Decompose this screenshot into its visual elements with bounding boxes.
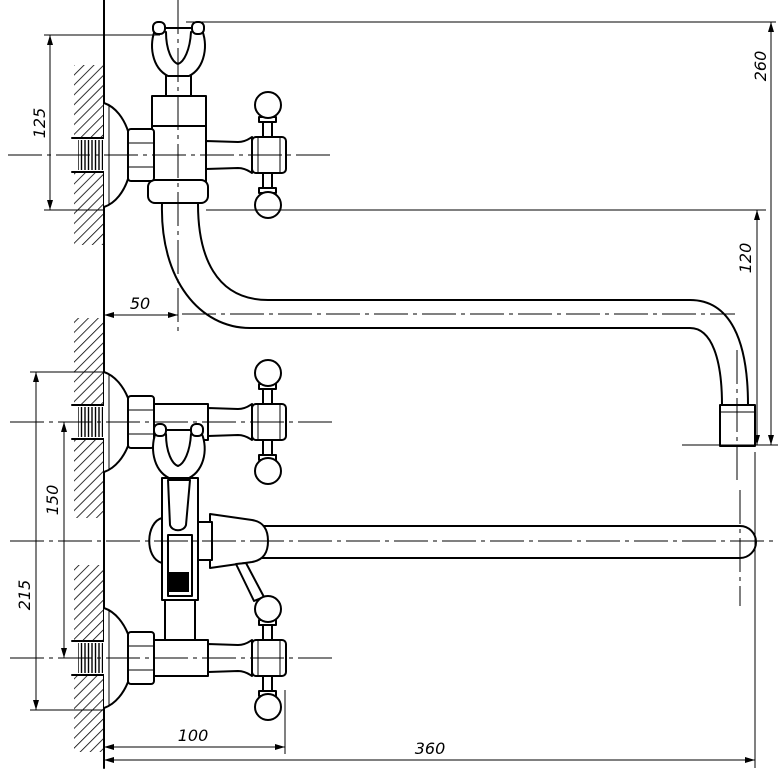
top-spout-upper-edge — [197, 203, 749, 406]
dimensions: 260 120 125 50 215 150 100 360 — [15, 21, 778, 768]
bottom-body-inner-slot — [167, 534, 193, 597]
dim-50-label: 50 — [130, 294, 150, 313]
bottom-body-inner-taper — [167, 479, 191, 532]
dim-360-label: 360 — [415, 739, 446, 758]
top-mixer — [71, 21, 756, 447]
bottom-diverter-lever — [235, 562, 265, 602]
bottom-shower-outlet-bracket — [152, 429, 206, 479]
lower-valve-handle-ball-bottom — [254, 693, 282, 721]
upper-valve-handle-ball-bottom — [254, 457, 282, 485]
dim-260-label: 260 — [751, 51, 770, 82]
bottom-shower-outlet-knob-right — [190, 423, 204, 437]
bottom-mixer — [71, 359, 757, 721]
top-mixer-body — [151, 95, 207, 183]
dim-215-label: 215 — [15, 580, 34, 611]
dim-120-label: 120 — [736, 243, 755, 274]
top-shower-outlet-knob-right — [191, 21, 205, 35]
bottom-body-black-square — [169, 572, 189, 592]
bottom-body-lower-neck — [164, 595, 196, 643]
bottom-shower-outlet-knob-left — [153, 423, 167, 437]
top-handle-ball-bottom — [254, 191, 282, 219]
bottom-spout — [262, 525, 757, 559]
dim-100-label: 100 — [178, 726, 209, 745]
top-shower-outlet-knob-left — [152, 21, 166, 35]
dim-125-label: 125 — [30, 108, 49, 139]
lower-valve-handle-ball-top — [254, 595, 282, 623]
top-handle-ball-top — [254, 91, 282, 119]
top-spout-lower-edge — [160, 203, 723, 406]
bottom-shower-outlet-inner — [165, 433, 192, 467]
dim-150-label: 150 — [43, 485, 62, 516]
upper-valve-handle-ball-top — [254, 359, 282, 387]
